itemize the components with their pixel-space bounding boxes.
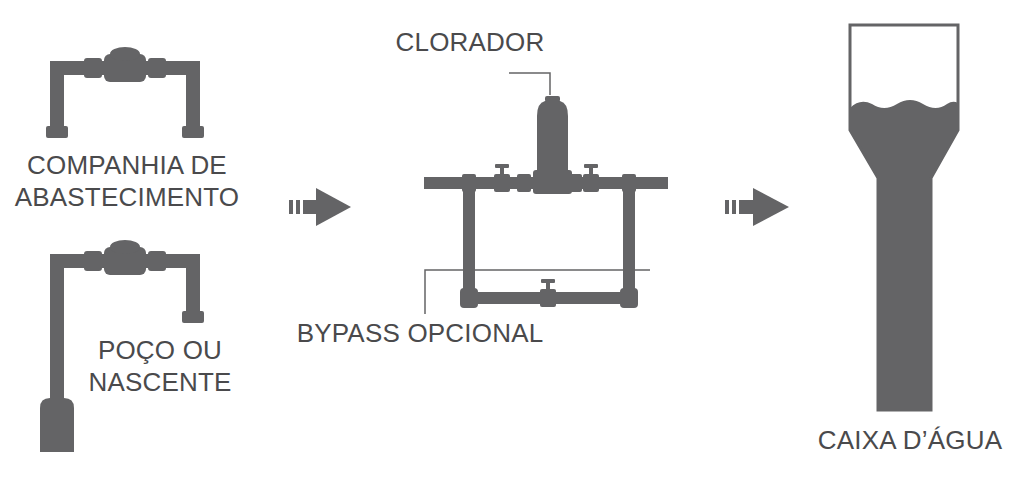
valve-handle <box>584 164 598 168</box>
pipe-end <box>182 126 204 138</box>
fitting <box>84 58 102 78</box>
pipe <box>186 61 200 129</box>
valve <box>583 174 599 192</box>
valve <box>494 174 510 192</box>
pipe <box>186 254 200 314</box>
elbow <box>620 288 638 308</box>
valve <box>540 289 556 307</box>
pipe-end <box>46 126 68 138</box>
flow-arrow <box>289 188 351 226</box>
water-tank <box>850 25 958 410</box>
pipe-end <box>182 311 204 323</box>
chlorinator-base <box>533 170 572 194</box>
bypass-pipe <box>623 185 635 295</box>
fitting <box>148 251 166 271</box>
fitting <box>517 174 531 192</box>
fitting <box>84 251 102 271</box>
label: COMPANHIA DE ABASTECIMENTO <box>3 149 251 213</box>
well-pump <box>40 398 74 452</box>
valve-handle <box>541 279 555 283</box>
tank-ground <box>850 25 958 410</box>
label: CAIXA D’ÁGUA <box>818 424 1002 456</box>
water <box>850 100 958 410</box>
label: CLORADOR <box>396 26 545 58</box>
elbow <box>460 288 478 308</box>
leader-line <box>509 73 550 95</box>
meter-dial <box>110 240 140 254</box>
flow-arrow <box>725 188 789 226</box>
label: BYPASS OPCIONAL <box>297 317 544 349</box>
bypass-pipe <box>463 185 475 295</box>
chlorinator-cap <box>545 96 560 102</box>
valve-handle <box>495 164 509 168</box>
pipe <box>50 254 64 404</box>
fitting <box>148 58 166 78</box>
leader-line <box>425 270 650 314</box>
pipe <box>50 61 64 129</box>
label: POÇO OU NASCENTE <box>75 334 245 398</box>
meter-dial <box>110 47 140 61</box>
